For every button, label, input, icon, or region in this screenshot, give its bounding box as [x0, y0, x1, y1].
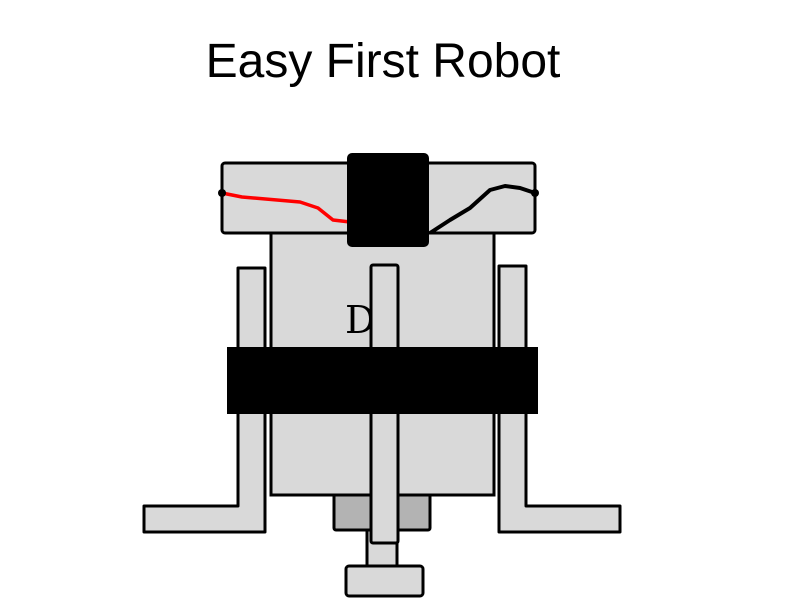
- wire-end-right: [531, 189, 539, 197]
- wire-end-left: [218, 189, 226, 197]
- wheel: [344, 564, 425, 598]
- black-wire: [428, 184, 537, 235]
- slide-title: Easy First Robot: [205, 35, 561, 88]
- top-clamp: [347, 153, 429, 247]
- red-wire: [220, 191, 352, 224]
- black-band: [227, 347, 538, 414]
